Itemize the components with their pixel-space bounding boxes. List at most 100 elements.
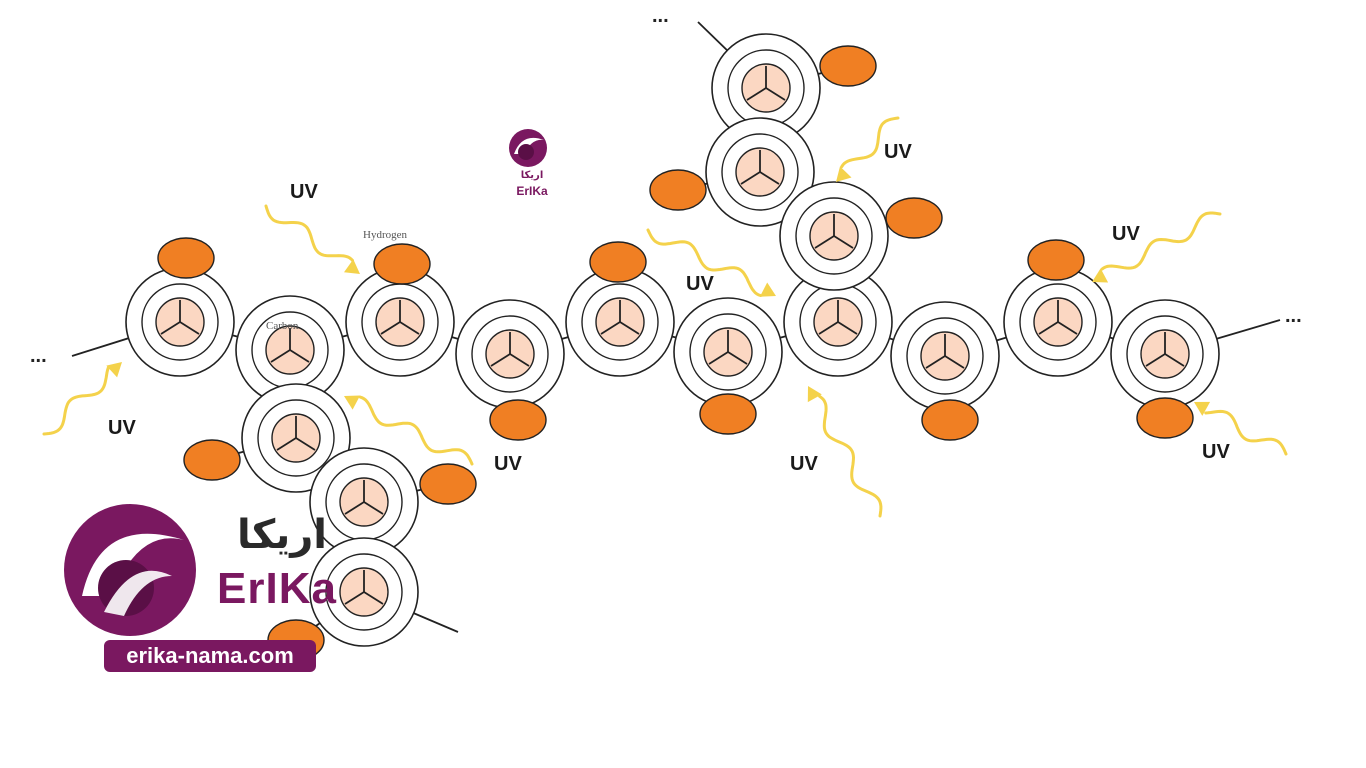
carbon-inner-bond: [179, 321, 200, 335]
carbon-inner-bond: [160, 321, 181, 335]
carbon-inner-bond: [344, 591, 365, 605]
carbon-inner-bond: [600, 321, 621, 335]
carbon-inner-bond: [619, 321, 640, 335]
carbon-inner-bond: [1145, 353, 1166, 367]
logo-latin-name: ErIKa: [217, 564, 337, 613]
uv-label: UV: [290, 181, 318, 203]
hydrogen-atom: [419, 463, 477, 505]
chain-continues-marker: ...: [30, 345, 47, 367]
uv-arrowhead: [106, 362, 122, 378]
uv-label: UV: [686, 273, 714, 295]
carbon-atom: [125, 267, 235, 377]
uv-ray: [344, 395, 474, 466]
logo-persian-name: اریکا: [520, 170, 544, 181]
uv-ray: [42, 362, 122, 436]
uv-wave-line: [1100, 211, 1222, 271]
carbon-inner-bond: [708, 351, 729, 365]
carbon-inner-bond: [837, 321, 858, 335]
hydrogen-atom: [373, 243, 431, 285]
carbon-inner-bond: [344, 501, 365, 515]
chain-continues-marker: ...: [652, 5, 669, 27]
uv-wave-line: [42, 366, 110, 436]
carbon-atom: [890, 301, 1000, 411]
carbon-inner-bond: [399, 321, 420, 335]
carbon-atom: [1110, 299, 1220, 409]
uv-ray: [264, 204, 360, 274]
carbon-inner-bond: [270, 349, 291, 363]
carbon-inner-bond: [1164, 353, 1185, 367]
carbon-inner-bond: [833, 235, 854, 249]
hydrogen-atom: [157, 237, 215, 279]
logo-latin-name: ErIKa: [516, 184, 548, 198]
uv-label: UV: [884, 141, 912, 163]
uv-ray: [836, 116, 900, 182]
carbon-atoms: [125, 33, 1220, 647]
hydrogen-atom: [589, 241, 647, 283]
uv-wave-line: [818, 394, 883, 518]
erika-swirl-logo-icon: [509, 129, 547, 167]
uv-arrowhead: [836, 166, 852, 182]
carbon-inner-bond: [380, 321, 401, 335]
hydrogen-atom: [1027, 239, 1085, 281]
hydrogen-label: Hydrogen: [363, 229, 407, 241]
uv-arrowhead: [759, 282, 776, 297]
carbon-inner-bond: [509, 353, 530, 367]
carbon-inner-bond: [1057, 321, 1078, 335]
carbon-inner-bond: [746, 87, 767, 101]
carbon-atom: [783, 267, 893, 377]
uv-ray: [646, 228, 776, 297]
carbon-atom: [565, 267, 675, 377]
uv-rays: [42, 116, 1288, 518]
carbon-inner-bond: [759, 171, 780, 185]
uv-arrowhead: [1092, 268, 1109, 283]
uv-label: UV: [790, 453, 818, 475]
hydrogen-atom: [921, 399, 979, 441]
carbon-atom: [779, 181, 889, 291]
uv-wave-line: [264, 204, 354, 262]
chain-continues-marker: ...: [1285, 305, 1302, 327]
hydrogen-atom: [819, 45, 877, 87]
uv-wave-line: [358, 395, 474, 466]
uv-wave-line: [840, 116, 900, 169]
uv-wave-line: [1204, 409, 1288, 456]
uv-label: UV: [494, 453, 522, 475]
carbon-atom: [455, 299, 565, 409]
carbon-atom: [711, 33, 821, 143]
hydrogen-atom: [183, 439, 241, 481]
uv-wave-line: [646, 228, 762, 297]
uv-ray: [807, 386, 883, 518]
carbon-atom: [241, 383, 351, 493]
carbon-atom: [673, 297, 783, 407]
erika-logo-watermark: اریکا ErIKa erika-nama.com: [42, 492, 336, 682]
carbon-inner-bond: [925, 355, 946, 369]
carbon-inner-bond: [814, 235, 835, 249]
carbon-inner-bond: [276, 437, 297, 451]
uv-label: UV: [1112, 223, 1140, 245]
carbon-inner-bond: [295, 437, 316, 451]
uv-arrowhead: [1194, 401, 1211, 416]
hydrogen-atom: [1136, 397, 1194, 439]
carbon-atom: [309, 537, 419, 647]
carbon-inner-bond: [289, 349, 310, 363]
carbon-atom: [705, 117, 815, 227]
uv-label: UV: [108, 417, 136, 439]
carbon-inner-bond: [727, 351, 748, 365]
uv-label: UV: [1202, 441, 1230, 463]
logo-persian-name: اریکا: [236, 512, 328, 558]
carbon-inner-bond: [765, 87, 786, 101]
erika-swirl-logo-icon: [50, 498, 210, 646]
carbon-inner-bond: [363, 591, 384, 605]
hydrogen-atom: [489, 399, 547, 441]
carbon-inner-bond: [818, 321, 839, 335]
logo-url: erika-nama.com: [104, 640, 316, 672]
hydrogen-atom: [699, 393, 757, 435]
hydrogen-atom: [649, 169, 707, 211]
carbon-atom: [345, 267, 455, 377]
uv-arrowhead: [344, 259, 360, 274]
uv-arrowhead: [807, 386, 822, 403]
carbon-atom: [1003, 267, 1113, 377]
carbon-inner-bond: [1038, 321, 1059, 335]
carbon-label: Carbon: [266, 320, 299, 332]
carbon-inner-bond: [490, 353, 511, 367]
carbon-inner-bond: [363, 501, 384, 515]
